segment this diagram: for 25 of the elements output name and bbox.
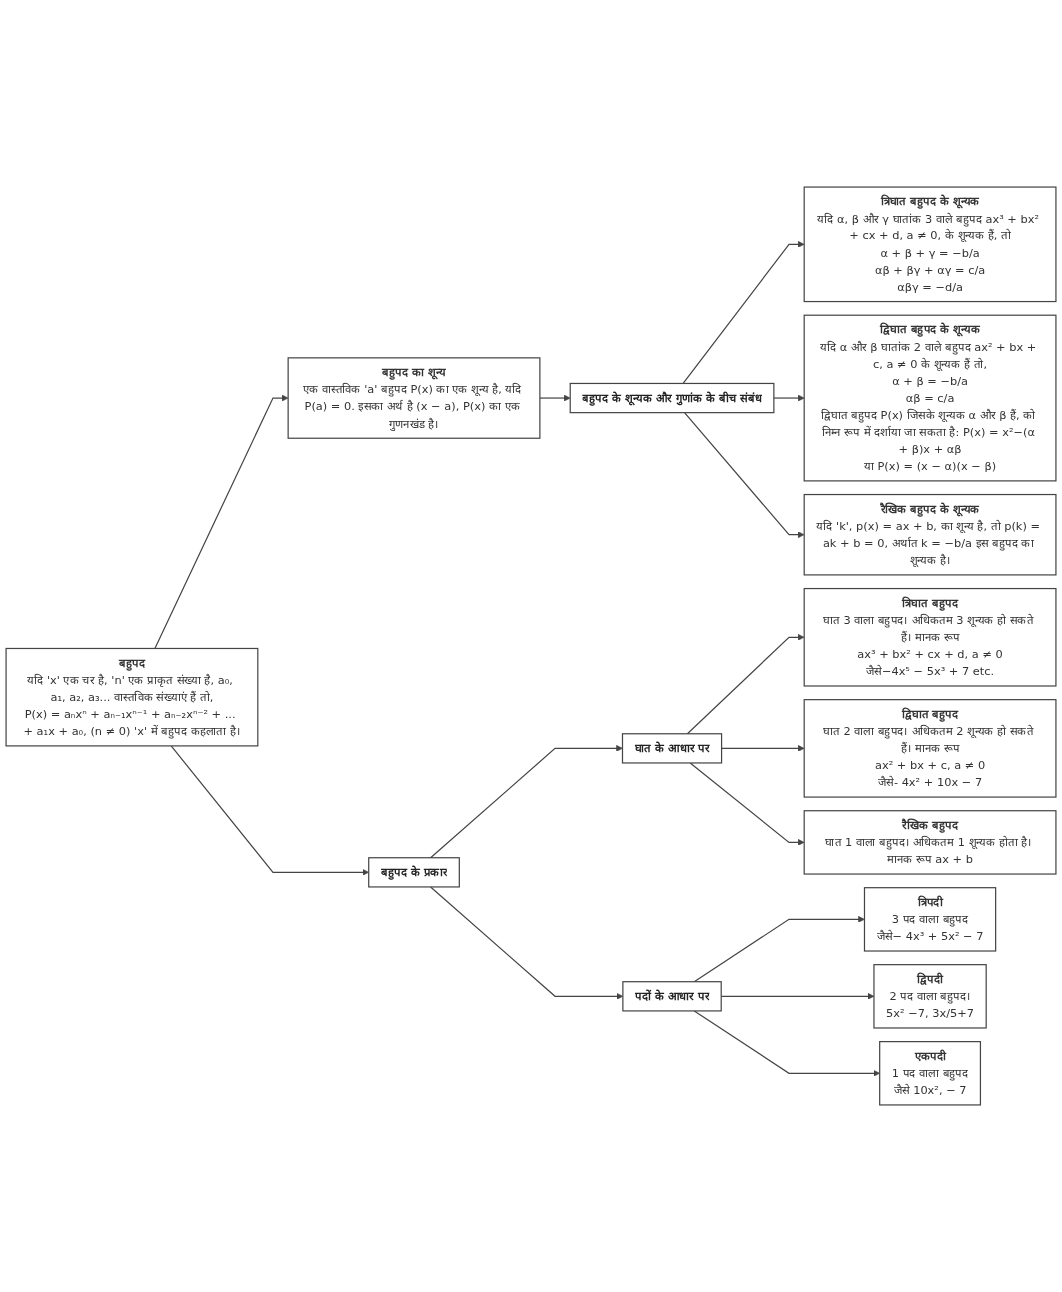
node-box: द्विघात बहुपद के शून्यक यदि α और β घातांक 2 वाले बहुपद ax² + bx + c, a ≠ 0 के शून्यक हैं तो, α + β = −b/a αβ = c/a द्विघात बहुपद P(x) जिसके शून्यक α और β हैं, को निम्न रूप में दर्शाया जा सकता है: P(x) = x²−(α + β)x + αβ या P(x) = (x − α)(x − β) xyxy=(803,314,1057,482)
arrow xyxy=(430,745,623,859)
node-box: त्रिघात बहुपद घात 3 वाला बहुपद। अधिकतम 3 शून्यक हो सकते हैं। मानक रूप ax³ + bx² + cx + d, a ≠ 0 जैसे−4x⁵ − 5x³ + 7 etc. xyxy=(803,587,1057,687)
arrow xyxy=(539,394,571,402)
node-box: द्विपदी 2 पद वाला बहुपद। 5x² −7, 3x/5+7 xyxy=(873,964,987,1029)
arrow xyxy=(682,240,805,385)
arrow xyxy=(683,412,805,539)
node-box: बहुपद यदि 'x' एक चर है, 'n' एक प्राकृत संख्या है, a₀, a₁, a₂, a₃... वास्तविक संख्याएं हैं तो, P(x) = aₙxⁿ + aₙ₋₁xⁿ⁻¹ + aₙ₋₂xⁿ⁻² + ... + a₁x + a₀, (n ≠ 0) 'x' में बहुपद कहलाता है। xyxy=(5,647,259,747)
node-box: बहुपद के शून्यक और गुणांक के बीच संबंध xyxy=(569,382,775,414)
arrow xyxy=(773,394,805,402)
arrow xyxy=(154,394,289,650)
arrow xyxy=(693,1010,880,1077)
node-box: पदों के आधार पर xyxy=(622,981,722,1012)
arrow xyxy=(686,633,805,735)
node-box: त्रिपदी 3 पद वाला बहुपद जैसे− 4x³ + 5x² − 7 xyxy=(863,887,997,952)
node-box: बहुपद का शून्य एक वास्तविक 'a' बहुपद P(x) का एक शून्य है, यदि P(a) = 0. इसका अर्थ है (x − a), P(x) का एक गुणनखंड है। xyxy=(287,357,541,439)
node-box: द्विघात बहुपद घात 2 वाला बहुपद। अधिकतम 2 शून्यक हो सकते हैं। मानक रूप ax² + bx + c, a ≠ 0 जैसे- 4x² + 10x − 7 xyxy=(803,699,1057,798)
node-box: घात के आधार पर xyxy=(621,733,723,764)
node-box: एकपदी 1 पद वाला बहुपद जैसे 10x², − 7 xyxy=(879,1041,982,1106)
node-box: त्रिघात बहुपद के शून्यक यदि α, β और γ घातांक 3 वाले बहुपद ax³ + bx² + cx + d, a ≠ 0, के शून्यक हैं, तो α + β + γ = −b/a αβ + βγ + αγ = c/a αβγ = −d/a xyxy=(803,186,1057,303)
node-box: बहुपद के प्रकार xyxy=(368,857,460,888)
node-box: रैखिक बहुपद घात 1 वाला बहुपद। अधिकतम 1 शून्यक होता है। मानक रूप ax + b xyxy=(803,810,1057,875)
arrow xyxy=(693,916,865,983)
node-box: रैखिक बहुपद के शून्यक यदि 'k', p(x) = ax + b, का शून्य है, तो p(k) = ak + b = 0, अर्थात k = −b/a इस बहुपद का शून्यक है। xyxy=(803,493,1057,576)
arrow xyxy=(689,762,805,846)
